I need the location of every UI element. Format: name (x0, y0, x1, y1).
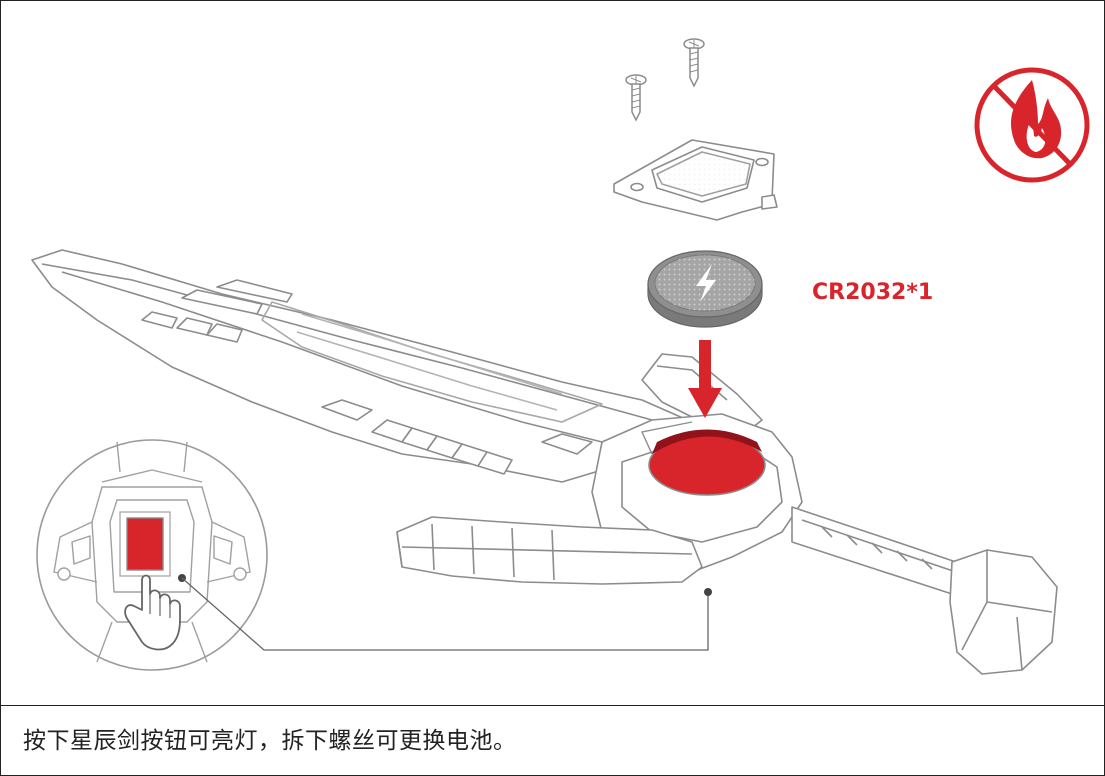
caption-text: 按下星辰剑按钮可亮灯，拆下螺丝可更换电池。 (23, 728, 517, 754)
down-arrow-icon (688, 340, 722, 418)
finger-press-icon (124, 574, 181, 651)
caption-divider (1, 705, 1104, 706)
no-fire-icon (974, 67, 1090, 183)
screw-icon (625, 74, 647, 122)
battery-cover (613, 139, 778, 221)
button-detail-inset (36, 439, 268, 671)
battery-type-label: CR2032*1 (812, 280, 933, 305)
coin-battery-icon (647, 250, 763, 328)
sword-button (126, 517, 164, 571)
screw-icon (683, 38, 705, 88)
sword-battery-diagram: CR2032*1 (31, 38, 1090, 675)
leader-line (181, 577, 712, 651)
sword-blade (31, 249, 693, 483)
illustration-area: CR2032*1 (2, 2, 1103, 704)
battery-compartment (640, 421, 766, 496)
